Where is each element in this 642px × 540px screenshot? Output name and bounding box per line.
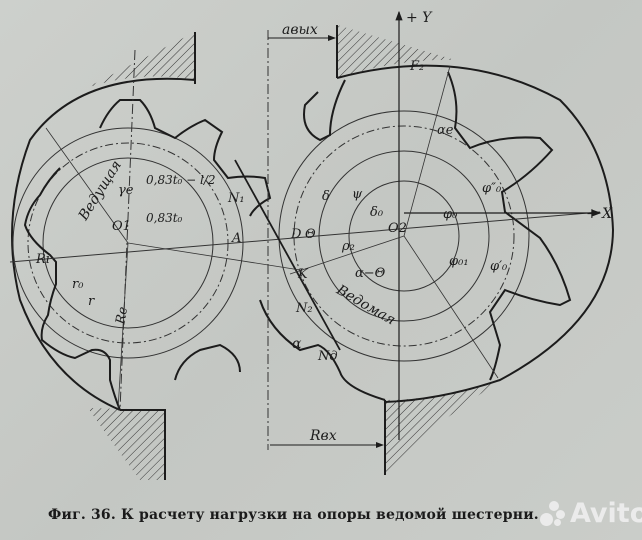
housing-bottom-right [385, 380, 500, 475]
housing-top-right [337, 25, 455, 78]
n-d-label: Nд [317, 349, 338, 364]
driving-gear [12, 99, 272, 411]
radius-line [403, 65, 451, 237]
n2-label: N₂ [295, 301, 313, 316]
driving-gear-center-label: O1 [112, 219, 131, 234]
figure-caption: Фиг. 36. К расчету нагрузки на опоры вед… [48, 507, 539, 523]
delta0-label: δ₀ [370, 205, 384, 220]
casing-left [11, 77, 196, 411]
phi0-double-prime-label: φ″₀ [482, 181, 502, 196]
a-out-label: aвых [282, 22, 318, 38]
watermark: Avito [540, 498, 642, 529]
x-axis-label: + X [586, 206, 613, 222]
housing-top-left [86, 32, 195, 88]
driven-gear [259, 71, 572, 401]
delta-label: δ [322, 189, 330, 204]
radius-line [117, 242, 129, 411]
r-in-label: Rвх [309, 428, 337, 444]
dim-upper-label: 0,83t₀ − l/2 [146, 173, 216, 187]
rho2-label: ρ₂ [341, 239, 355, 254]
f2-label: F₂ [409, 59, 424, 74]
radius-line [45, 127, 129, 244]
casing-right [336, 64, 615, 403]
phi0-label: φ₀ [443, 207, 458, 222]
phi01-label: φ₀₁ [449, 254, 469, 269]
n1-label: N₁ [227, 191, 245, 206]
r-label: r [88, 294, 95, 309]
r0-label: r₀ [72, 277, 84, 292]
phi0-prime-label: φ′₀ [490, 259, 508, 274]
watermark-text: Avito [570, 498, 642, 529]
alpha-minus-theta-label: α−Θ [355, 266, 386, 281]
housing-bottom-left [88, 408, 165, 480]
dim-lower-label: 0,83t₀ [146, 211, 183, 225]
radius-lines-o1 [127, 242, 301, 271]
radius-line [403, 235, 499, 379]
center-line [9, 211, 601, 263]
avito-logo-icon [540, 500, 566, 527]
y-axis-label: + Y [406, 10, 433, 26]
gear-diagram: + Y + X aвых Rвх Ведущая O1 γe 0,83t₀ − … [9, 10, 615, 480]
gamma-e-label: γe [118, 183, 134, 198]
housing-bottom-left-wall [120, 409, 166, 480]
psi-label: ψ [352, 187, 363, 202]
line-of-action [234, 159, 341, 351]
point-a-label: A [231, 231, 241, 246]
driven-gear-teeth [259, 71, 572, 401]
driving-gear-teeth [23, 99, 272, 411]
theta-label: Θ [305, 227, 316, 242]
re-label: Re [113, 305, 131, 326]
radius-line [289, 235, 405, 275]
driven-gear-center-label: O2 [388, 221, 407, 236]
ri-label: Ri [35, 252, 50, 267]
o1-vertical [119, 49, 136, 411]
point-k-label: K [297, 267, 309, 282]
alpha-label: α [292, 336, 302, 352]
alpha-e-label: αe [437, 123, 454, 138]
point-d-label: D [290, 227, 302, 242]
